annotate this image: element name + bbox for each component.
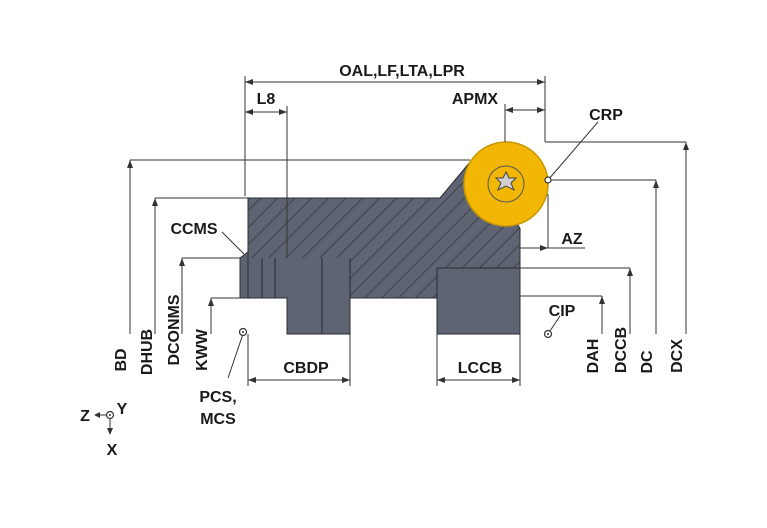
label-az: AZ (561, 231, 583, 248)
label-dccb: DCCB (613, 327, 630, 373)
arrowheads (127, 79, 689, 383)
label-dcx: DCX (669, 339, 686, 373)
keyway-outline (261, 258, 520, 334)
label-oal: OAL,LF,LTA,LPR (339, 63, 465, 80)
label-l8: L8 (257, 91, 276, 108)
round-insert (463, 141, 549, 227)
crp-point-icon (544, 176, 552, 184)
label-lccb: LCCB (458, 360, 502, 377)
label-mcs: MCS (200, 411, 236, 428)
label-axis-y: Y (117, 401, 128, 418)
label-cbdp: CBDP (283, 360, 329, 377)
label-dconms: DCONMS (166, 294, 183, 365)
reference-points (238, 176, 553, 339)
label-dc: DC (639, 350, 656, 374)
label-axis-x: X (107, 442, 118, 459)
label-cip: CIP (549, 303, 576, 320)
label-dah: DAH (585, 339, 602, 374)
label-axis-z: Z (80, 408, 90, 425)
label-bd: BD (113, 348, 130, 371)
body-chamfer (239, 251, 249, 299)
label-ccms: CCMS (170, 221, 217, 238)
label-kww: KWW (194, 328, 211, 371)
label-dhub: DHUB (139, 329, 156, 375)
torx-screw-icon (494, 170, 518, 192)
dimension-lines (129, 76, 687, 386)
label-pcs: PCS, (199, 389, 236, 406)
cutter-body (239, 161, 521, 335)
label-crp: CRP (589, 107, 623, 124)
label-apmx: APMX (452, 91, 499, 108)
body-section-hatch (248, 162, 520, 298)
axis-indicator (94, 410, 115, 435)
